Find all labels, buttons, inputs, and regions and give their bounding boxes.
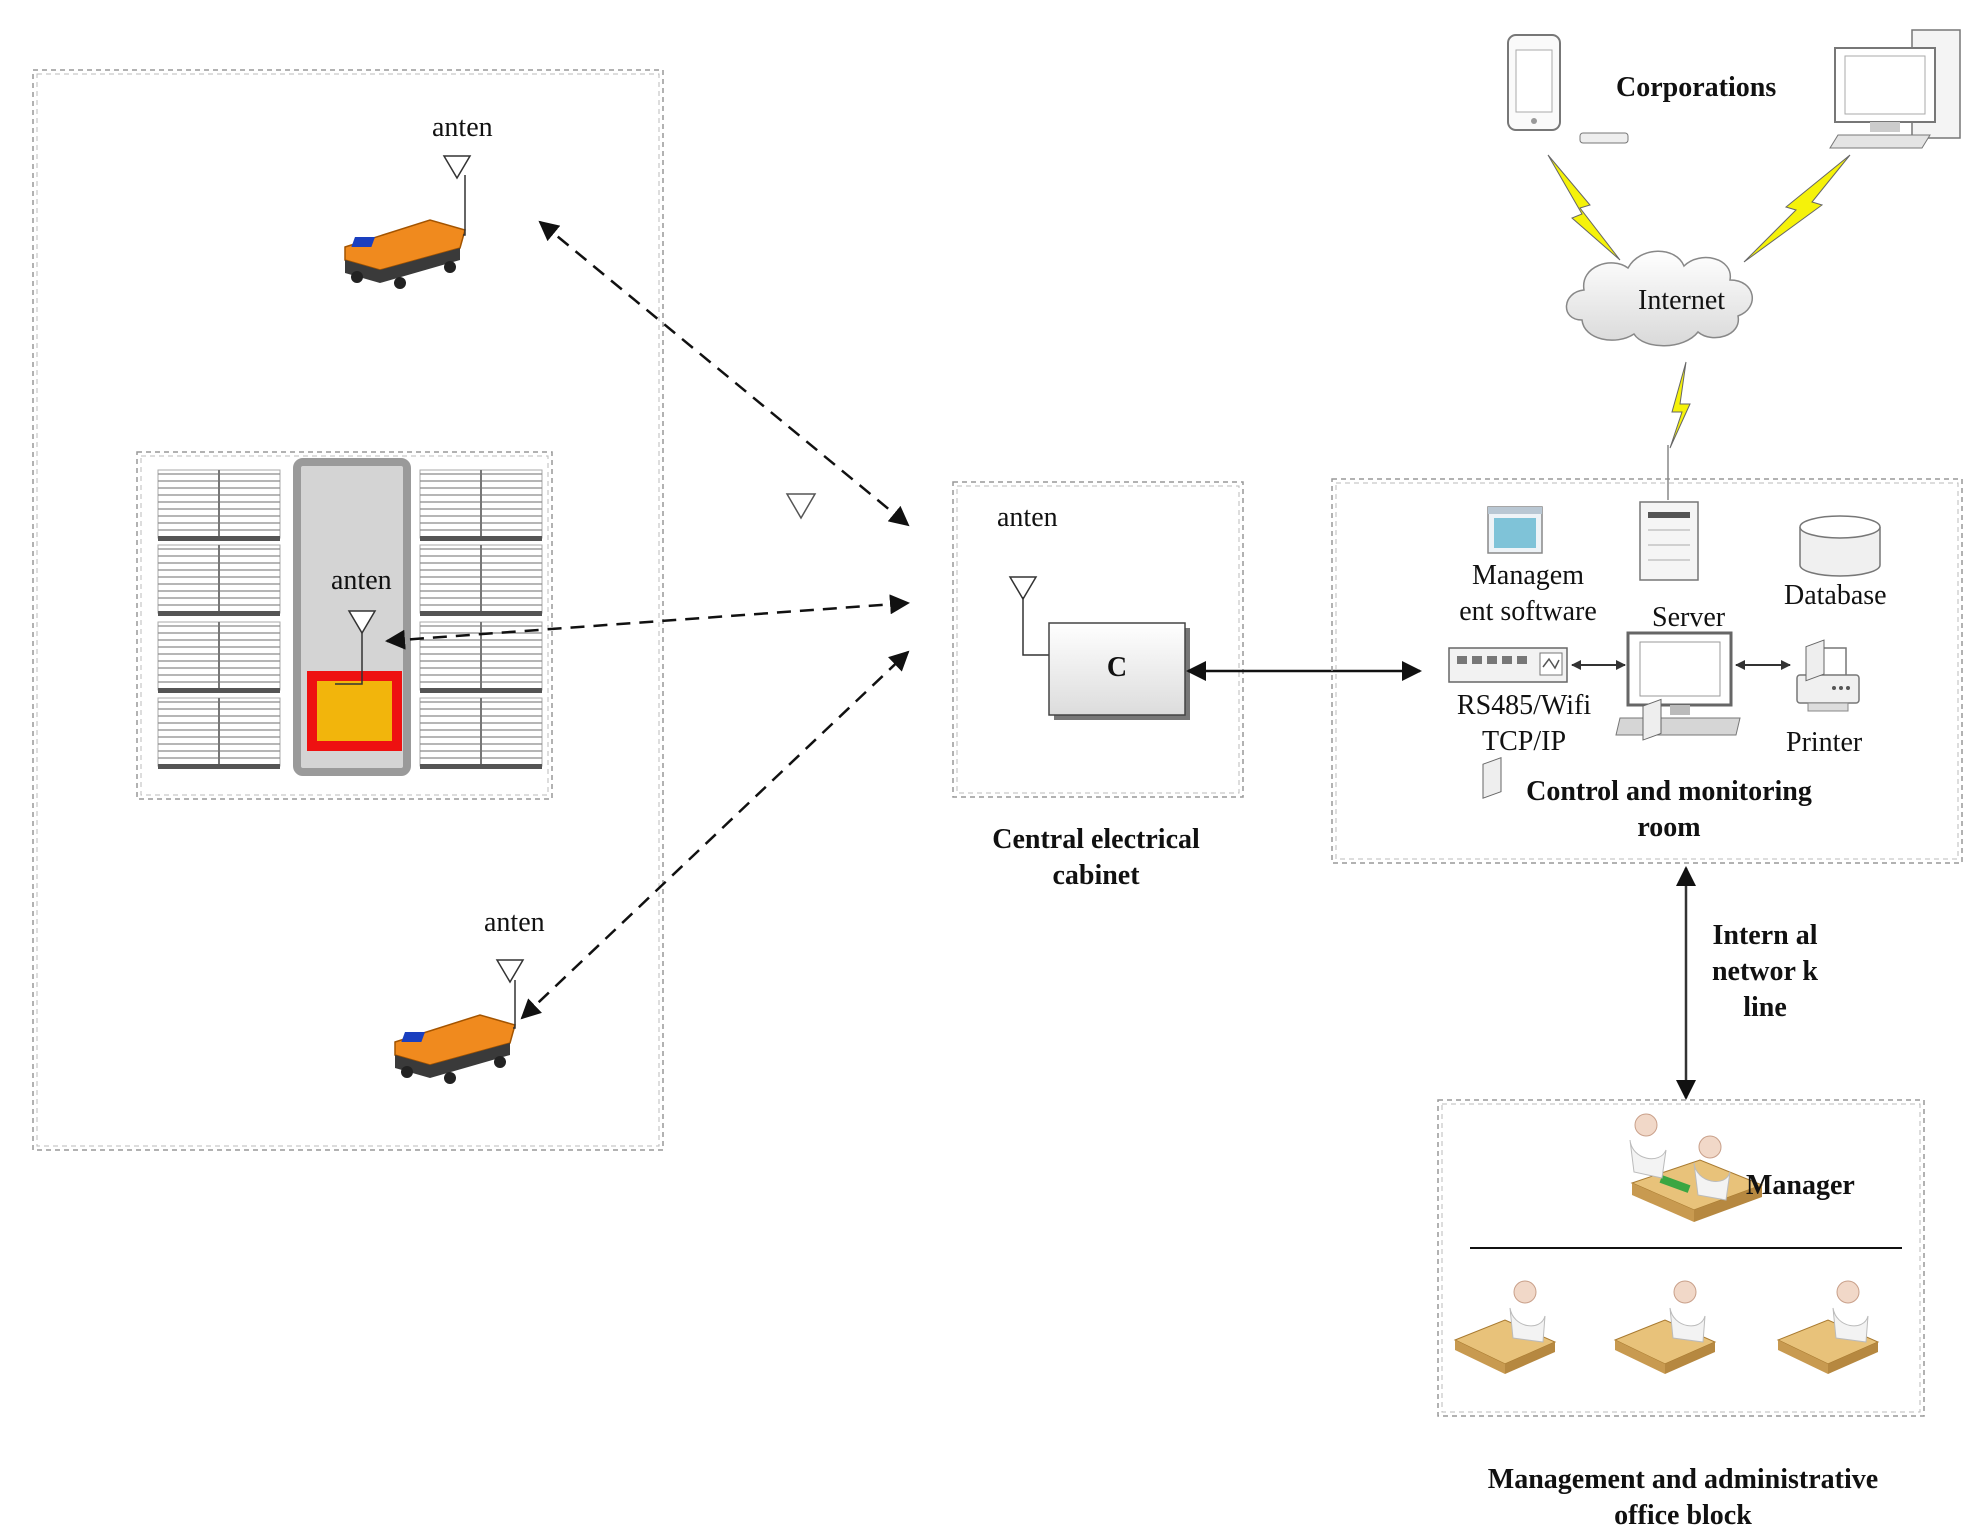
staff-workstation-icon bbox=[1453, 756, 1557, 1374]
shelf-unit bbox=[419, 544, 543, 616]
server-label: Server bbox=[1652, 602, 1726, 633]
staff-workstation-icon bbox=[1613, 698, 1717, 1374]
shelf-unit bbox=[419, 621, 543, 693]
agv-bottom bbox=[394, 959, 525, 1084]
rack-antenna-label: anten bbox=[331, 565, 392, 596]
office-title: Management and administrative office blo… bbox=[1487, 1464, 1879, 1531]
office-box bbox=[1437, 1099, 1925, 1417]
agv-top bbox=[344, 155, 472, 289]
shelf-unit bbox=[157, 621, 281, 693]
internal-network-label: Intern al networ k line bbox=[1711, 920, 1819, 1023]
shelf-unit bbox=[419, 697, 543, 769]
agv-bottom-antenna-label: anten bbox=[484, 907, 545, 938]
agv-top-antenna-label: anten bbox=[432, 112, 493, 143]
cabinet-antenna-label: anten bbox=[997, 502, 1058, 533]
smartphone-icon bbox=[1507, 34, 1629, 144]
manager-label: Manager bbox=[1746, 1170, 1855, 1201]
internet-label: Internet bbox=[1638, 285, 1726, 316]
server-icon bbox=[1639, 501, 1699, 581]
stray-antenna-icon bbox=[785, 493, 817, 520]
wireless-links bbox=[385, 220, 910, 1020]
workstation-icon bbox=[1615, 631, 1741, 736]
printer-icon bbox=[1796, 647, 1860, 712]
control-room-box bbox=[1331, 478, 1963, 864]
cabinet-title: Central electrical cabinet bbox=[992, 824, 1200, 891]
manager-meeting-icon bbox=[1629, 1113, 1764, 1222]
cabinet-box bbox=[952, 481, 1244, 798]
staff-workstation-icon bbox=[1776, 639, 1880, 1374]
internet-cloud-icon bbox=[1565, 250, 1754, 347]
shelf-unit bbox=[157, 469, 281, 541]
corporations-label: Corporations bbox=[1616, 72, 1777, 103]
database-icon bbox=[1799, 515, 1881, 577]
management-software-label: Managem ent software bbox=[1459, 560, 1597, 627]
software-window-icon bbox=[1487, 506, 1543, 554]
rack-agv bbox=[307, 610, 402, 751]
control-room-title: Control and monitoring room bbox=[1526, 776, 1812, 843]
network-protocol-label: RS485/Wifi TCP/IP bbox=[1456, 690, 1592, 757]
lightning-bolts bbox=[1547, 154, 1851, 449]
printer-label: Printer bbox=[1786, 727, 1863, 758]
shelf-unit bbox=[157, 697, 281, 769]
controller-label: C bbox=[1106, 652, 1128, 683]
network-switch-icon bbox=[1448, 647, 1568, 683]
shelf-unit bbox=[419, 469, 543, 541]
shelf-unit bbox=[157, 544, 281, 616]
desktop-computer-icon bbox=[1829, 29, 1961, 149]
database-label: Database bbox=[1784, 580, 1887, 611]
